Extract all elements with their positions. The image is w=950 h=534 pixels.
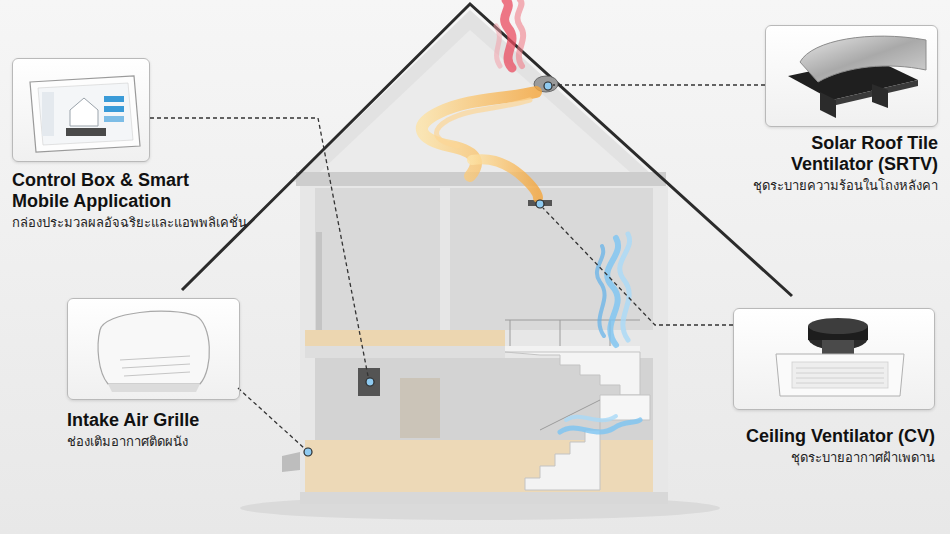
ceiling-ventilator-icon bbox=[776, 318, 904, 396]
intake-grille-icon bbox=[124, 372, 190, 376]
house-floors bbox=[305, 330, 505, 346]
leader-line bbox=[543, 208, 733, 325]
cool-air-flow bbox=[597, 246, 605, 336]
intake-grille-icon bbox=[108, 384, 200, 392]
intake-grille-icon bbox=[122, 364, 190, 368]
product-name: Control Box & Smart Mobile Application bbox=[12, 170, 212, 212]
installed-devices bbox=[282, 76, 558, 472]
frame-ground bbox=[765, 25, 938, 127]
staircase bbox=[505, 346, 640, 352]
intake-grille-icon bbox=[98, 311, 209, 384]
ceiling-ventilator-icon bbox=[808, 318, 868, 334]
product-frame bbox=[765, 25, 938, 127]
installed-devices bbox=[358, 368, 380, 396]
house-floors bbox=[300, 330, 668, 504]
tablet-icon bbox=[30, 76, 140, 152]
house-body bbox=[300, 186, 668, 504]
roof-ventilator-icon bbox=[820, 92, 836, 118]
leader-line bbox=[150, 118, 368, 376]
leader-dot bbox=[366, 378, 374, 386]
cool-air-flow bbox=[607, 238, 618, 345]
product-description: ช่องเติมอากาศติดผนัง bbox=[67, 432, 188, 451]
hot-air-flow bbox=[422, 0, 538, 198]
ceiling-ventilator-icon bbox=[822, 340, 854, 354]
product-frame bbox=[733, 308, 935, 410]
intake-grille-icon bbox=[120, 356, 190, 360]
cool-air-flow bbox=[620, 234, 630, 340]
cool-air-flow bbox=[560, 234, 640, 432]
leader-dot bbox=[536, 200, 544, 208]
house-attic bbox=[296, 172, 666, 186]
staircase bbox=[505, 352, 640, 395]
leader-dot bbox=[304, 82, 552, 456]
product-description: ชุดระบายอากาศฝ้าเพดาน bbox=[791, 448, 935, 467]
hot-air-flow bbox=[472, 159, 538, 198]
ceiling-ventilator-icon bbox=[796, 368, 884, 383]
leader-line bbox=[150, 85, 765, 448]
roof-line bbox=[182, 4, 792, 296]
house-body bbox=[440, 188, 450, 330]
tablet-icon bbox=[104, 96, 124, 102]
frame-ground bbox=[733, 308, 935, 410]
house-floors bbox=[305, 440, 653, 492]
installed-devices bbox=[282, 452, 300, 472]
staircase bbox=[540, 400, 600, 430]
tablet-icon bbox=[104, 116, 124, 122]
roof-ventilator-icon bbox=[872, 84, 888, 108]
staircase bbox=[505, 320, 650, 490]
callout-box: Control Box & Smart Mobile Applicationกล… bbox=[12, 58, 247, 232]
product-description: ชุดระบายความร้อนในโถงหลังคา bbox=[753, 176, 938, 195]
ceiling-ventilator-icon bbox=[776, 354, 904, 396]
house-body bbox=[300, 186, 668, 504]
house-floors bbox=[300, 492, 668, 504]
callout-box: Ceiling Ventilator (CV)ชุดระบายอากาศฝ้าเ… bbox=[733, 308, 935, 467]
ceiling-ventilator-icon bbox=[792, 362, 888, 388]
tablet-icon bbox=[66, 128, 106, 136]
callout-box: Solar Roof Tile Ventilator (SRTV)ชุดระบา… bbox=[748, 25, 938, 195]
tablet-icon bbox=[30, 76, 140, 152]
hot-air-flow bbox=[505, 0, 512, 68]
leader-line bbox=[553, 84, 765, 85]
staircase bbox=[505, 320, 640, 346]
hot-air-flow bbox=[437, 100, 530, 146]
roof-ventilator-icon bbox=[788, 36, 926, 118]
product-description: กล่องประมวลผลอัจฉริยะและแอพพลิเคชั่น bbox=[12, 213, 247, 232]
staircase bbox=[600, 395, 650, 420]
product-frame bbox=[12, 58, 150, 162]
house-floors bbox=[305, 346, 505, 358]
house-body bbox=[316, 232, 322, 330]
leader-line bbox=[238, 388, 304, 448]
tablet-icon bbox=[38, 83, 133, 145]
frame-ground bbox=[12, 58, 150, 162]
frame-ground bbox=[12, 25, 938, 410]
hot-air-flow bbox=[517, 0, 523, 66]
tablet-icon bbox=[104, 106, 124, 112]
product-name: Ceiling Ventilator (CV) bbox=[746, 426, 935, 447]
product-frame bbox=[67, 298, 240, 400]
cool-air-flow bbox=[566, 416, 616, 420]
roof-ventilator-icon bbox=[800, 36, 926, 82]
leader-dot bbox=[544, 82, 552, 90]
tablet-icon bbox=[42, 92, 54, 136]
frame-ground bbox=[67, 298, 240, 400]
leader-dot bbox=[304, 448, 312, 456]
roof-line bbox=[182, 4, 792, 296]
product-name: Solar Roof Tile Ventilator (SRTV) bbox=[748, 133, 938, 175]
house-body bbox=[400, 378, 440, 438]
product-name: Intake Air Grille bbox=[67, 410, 199, 431]
intake-grille-icon bbox=[98, 311, 209, 392]
tablet-icon bbox=[70, 98, 98, 126]
hot-air-flow bbox=[496, 26, 500, 66]
callout-box: Intake Air Grilleช่องเติมอากาศติดผนัง bbox=[67, 298, 240, 451]
